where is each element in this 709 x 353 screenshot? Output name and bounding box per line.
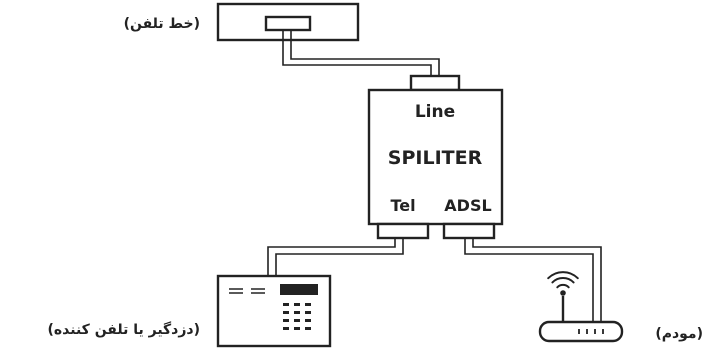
splitter-adsl-port-label: ADSL — [444, 196, 491, 215]
phone-line-label: (خط تلفن) — [124, 16, 200, 32]
modem-label: (مودم) — [655, 326, 703, 342]
splitter-title: SPILITER — [388, 147, 483, 169]
cable-line — [282, 30, 440, 76]
splitter-line-port-label: Line — [415, 102, 455, 122]
wifi-router-icon — [538, 271, 624, 343]
alarm-phone-label: (دزدگیر یا تلفن کننده) — [48, 321, 201, 338]
cable-tel — [267, 238, 404, 276]
cable-adsl — [464, 238, 602, 323]
alarm-keypad-icon — [216, 274, 332, 348]
splitter-tel-port-label: Tel — [390, 196, 415, 215]
wall-jack-icon — [216, 2, 360, 42]
splitter-box — [367, 74, 504, 240]
